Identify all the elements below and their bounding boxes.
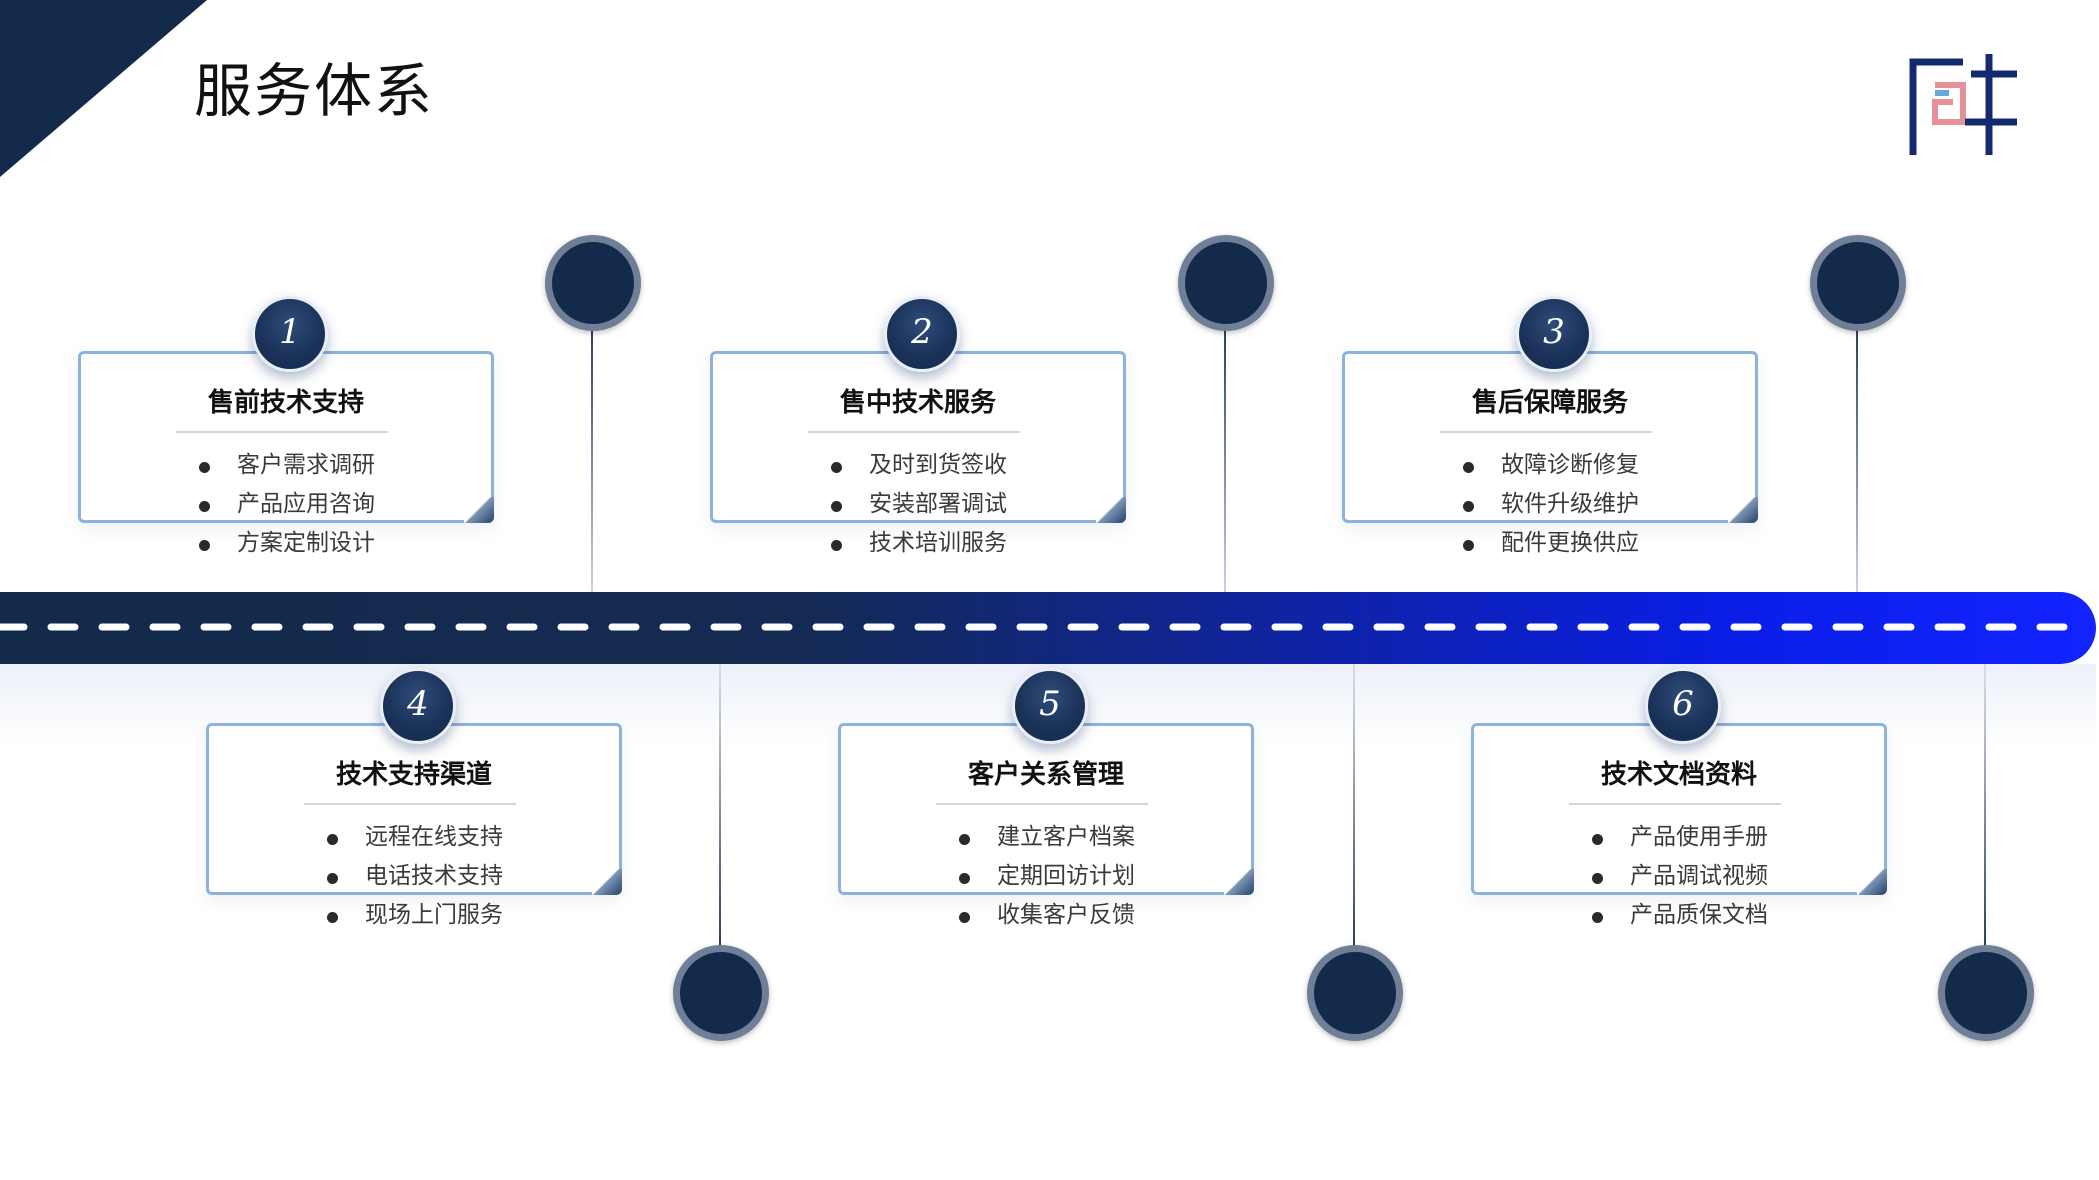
card-item: 建立客户档案 bbox=[959, 818, 1135, 857]
service-card-1: 1 售前技术支持 客户需求调研 产品应用咨询 方案定制设计 bbox=[78, 296, 494, 556]
map-pin-icon bbox=[1307, 945, 1403, 1041]
card-title: 售中技术服务 bbox=[839, 388, 996, 418]
card-item-list: 故障诊断修复 软件升级维护 配件更换供应 bbox=[1463, 446, 1639, 563]
card-item: 技术培训服务 bbox=[831, 524, 1007, 563]
card-item: 产品应用咨询 bbox=[199, 485, 375, 524]
page-curl-icon bbox=[1857, 869, 1887, 895]
card-divider bbox=[1569, 803, 1781, 805]
card-item-list: 及时到货签收 安装部署调试 技术培训服务 bbox=[831, 446, 1007, 563]
page-curl-icon bbox=[464, 497, 494, 523]
map-pin-icon bbox=[545, 235, 641, 331]
card-item-list: 客户需求调研 产品应用咨询 方案定制设计 bbox=[199, 446, 375, 563]
service-card-6: 6 技术文档资料 产品使用手册 产品调试视频 产品质保文档 bbox=[1471, 668, 1887, 928]
card-item: 及时到货签收 bbox=[831, 446, 1007, 485]
timeline-stem bbox=[1856, 325, 1858, 592]
card-item-list: 产品使用手册 产品调试视频 产品质保文档 bbox=[1592, 818, 1768, 935]
page-curl-icon bbox=[1728, 497, 1758, 523]
map-pin-icon bbox=[1938, 945, 2034, 1041]
card-divider bbox=[1440, 431, 1652, 433]
card-item: 故障诊断修复 bbox=[1463, 446, 1639, 485]
timeline-stem bbox=[1353, 664, 1355, 949]
card-divider bbox=[176, 431, 388, 433]
service-card-5: 5 客户关系管理 建立客户档案 定期回访计划 收集客户反馈 bbox=[838, 668, 1254, 928]
card-title: 售后保障服务 bbox=[1471, 388, 1628, 418]
card-divider bbox=[808, 431, 1020, 433]
step-number-badge: 3 bbox=[1516, 296, 1592, 372]
timeline-road bbox=[0, 592, 2096, 664]
card-item-list: 建立客户档案 定期回访计划 收集客户反馈 bbox=[959, 818, 1135, 935]
card-title: 技术支持渠道 bbox=[335, 760, 492, 790]
card-item: 产品调试视频 bbox=[1592, 857, 1768, 896]
card-item: 安装部署调试 bbox=[831, 485, 1007, 524]
brand-logo-icon bbox=[1909, 54, 2017, 155]
service-card-3: 3 售后保障服务 故障诊断修复 软件升级维护 配件更换供应 bbox=[1342, 296, 1758, 556]
card-item: 远程在线支持 bbox=[327, 818, 503, 857]
corner-decoration bbox=[0, 0, 207, 177]
page-title: 服务体系 bbox=[194, 57, 435, 125]
card-item: 定期回访计划 bbox=[959, 857, 1135, 896]
step-number-badge: 6 bbox=[1645, 668, 1721, 744]
card-item: 收集客户反馈 bbox=[959, 896, 1135, 935]
card-item: 软件升级维护 bbox=[1463, 485, 1639, 524]
card-title: 售前技术支持 bbox=[207, 388, 364, 418]
card-item: 现场上门服务 bbox=[327, 896, 503, 935]
card-item: 产品使用手册 bbox=[1592, 818, 1768, 857]
step-number-badge: 4 bbox=[380, 668, 456, 744]
service-card-2: 2 售中技术服务 及时到货签收 安装部署调试 技术培训服务 bbox=[710, 296, 1126, 556]
card-item: 客户需求调研 bbox=[199, 446, 375, 485]
card-item: 电话技术支持 bbox=[327, 857, 503, 896]
card-item-list: 远程在线支持 电话技术支持 现场上门服务 bbox=[327, 818, 503, 935]
map-pin-icon bbox=[673, 945, 769, 1041]
card-divider bbox=[936, 803, 1148, 805]
timeline-stem bbox=[1984, 664, 1986, 949]
card-title: 技术文档资料 bbox=[1600, 760, 1757, 790]
step-number-badge: 2 bbox=[884, 296, 960, 372]
map-pin-icon bbox=[1178, 235, 1274, 331]
step-number-badge: 1 bbox=[252, 296, 328, 372]
card-item: 方案定制设计 bbox=[199, 524, 375, 563]
card-title: 客户关系管理 bbox=[967, 760, 1124, 790]
page-curl-icon bbox=[1224, 869, 1254, 895]
timeline-stem bbox=[591, 325, 593, 592]
card-item: 产品质保文档 bbox=[1592, 896, 1768, 935]
page-curl-icon bbox=[1096, 497, 1126, 523]
step-number-badge: 5 bbox=[1012, 668, 1088, 744]
timeline-stem bbox=[719, 664, 721, 949]
service-card-4: 4 技术支持渠道 远程在线支持 电话技术支持 现场上门服务 bbox=[206, 668, 622, 928]
card-divider bbox=[304, 803, 516, 805]
map-pin-icon bbox=[1810, 235, 1906, 331]
road-dashes bbox=[0, 623, 2074, 631]
page-curl-icon bbox=[592, 869, 622, 895]
timeline-stem bbox=[1224, 325, 1226, 592]
card-item: 配件更换供应 bbox=[1463, 524, 1639, 563]
